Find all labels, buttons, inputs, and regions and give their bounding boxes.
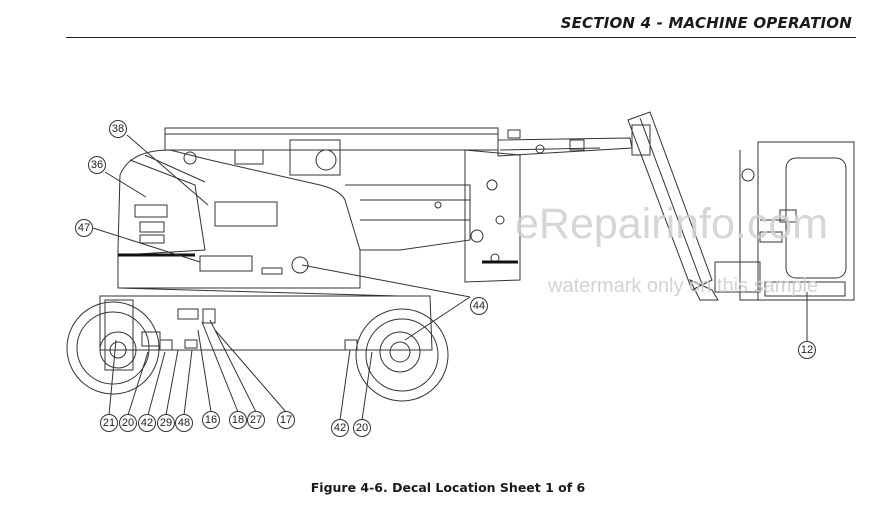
callout-27: 27: [247, 411, 265, 429]
figure-caption: Figure 4-6. Decal Location Sheet 1 of 6: [310, 480, 586, 495]
callout-12: 12: [798, 341, 816, 359]
callout-42-front: 42: [138, 414, 156, 432]
callout-29: 29: [157, 414, 175, 432]
section-title: SECTION 4 - MACHINE OPERATION: [560, 14, 852, 32]
callout-47: 47: [75, 219, 93, 237]
callout-16: 16: [202, 411, 220, 429]
callout-17: 17: [277, 411, 295, 429]
callout-20-rear: 20: [353, 419, 371, 437]
callout-36: 36: [88, 156, 106, 174]
callout-44: 44: [470, 297, 488, 315]
callout-21: 21: [100, 414, 118, 432]
header-rule: [66, 37, 856, 38]
callout-48: 48: [175, 414, 193, 432]
callout-42-rear: 42: [331, 419, 349, 437]
callout-18: 18: [229, 411, 247, 429]
callout-38: 38: [109, 120, 127, 138]
callout-20-front: 20: [119, 414, 137, 432]
